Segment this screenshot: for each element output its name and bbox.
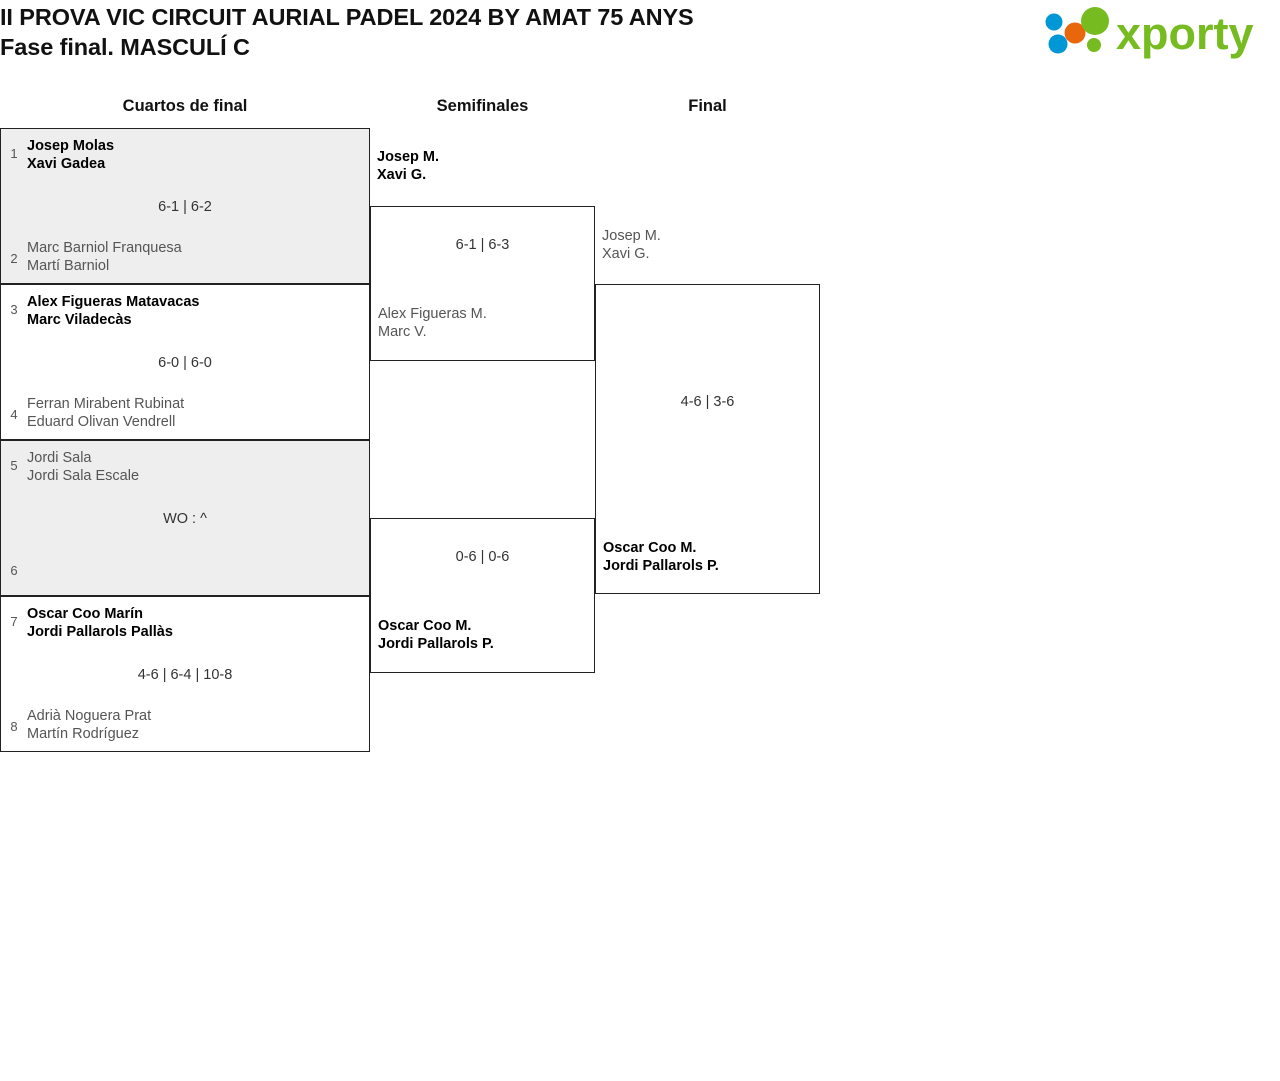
seed-number: 4: [10, 407, 18, 422]
team-top: Alex Figueras Matavacas Marc Viladecàs: [27, 293, 363, 329]
seed-number: 7: [10, 614, 18, 629]
round-header-final: Final: [688, 97, 727, 115]
round-header-quarterfinals: Cuartos de final: [122, 97, 248, 115]
seed-number: 6: [10, 563, 18, 578]
seed-number: 8: [10, 719, 18, 734]
player-name: Josep M.: [377, 149, 440, 165]
xporty-logo[interactable]: xporty: [1032, 4, 1272, 64]
xporty-logo-svg: xporty: [1045, 7, 1254, 59]
logo-dot-orange: [1064, 22, 1086, 44]
seed-number: 5: [10, 458, 18, 473]
team-top: Josep Molas Xavi Gadea: [27, 137, 363, 173]
match-quarterfinal-2[interactable]: 3 Alex Figueras Matavacas Marc Viladecàs…: [0, 284, 370, 440]
player-name: Xavi G.: [602, 246, 650, 262]
team-bottom: Adrià Noguera Prat Martín Rodríguez: [27, 707, 363, 743]
player-name: Josep M.: [602, 228, 661, 244]
match-score: 6-1 | 6-2: [158, 199, 212, 215]
seed-number: 1: [10, 146, 18, 161]
player-name: Marc Viladecàs: [27, 312, 132, 328]
player-name: Marc V.: [378, 324, 427, 340]
logo-dot-blue-bottom: [1048, 34, 1068, 54]
player-name: Oscar Coo M.: [603, 540, 697, 556]
player-name: Jordi Pallarols Pallàs: [27, 624, 173, 640]
player-name: Xavi Gadea: [27, 156, 106, 172]
team-bottom: Marc Barniol Franquesa Martí Barniol: [27, 239, 363, 275]
page-header: II PROVA VIC CIRCUIT AURIAL PADEL 2024 B…: [0, 0, 1280, 90]
match-semifinal-1[interactable]: 6-1 | 6-3 Alex Figueras M. Marc V.: [370, 206, 595, 361]
team-top: Jordi Sala Jordi Sala Escale: [27, 449, 363, 485]
player-name: Martín Rodríguez: [27, 726, 140, 742]
player-name: Oscar Coo M.: [378, 618, 472, 634]
player-name: Jordi Sala Escale: [27, 468, 140, 484]
title-line-2: Fase final. MASCULÍ C: [0, 34, 250, 60]
player-name: Xavi G.: [377, 167, 427, 183]
semifinal-1-bottom-team: Alex Figueras M. Marc V.: [378, 305, 487, 341]
match-quarterfinal-3[interactable]: 5 Jordi Sala Jordi Sala Escale WO : ^ 6: [0, 440, 370, 596]
player-name: Jordi Pallarols P.: [378, 636, 494, 652]
match-score: 6-1 | 6-3: [455, 237, 510, 253]
team-bottom: Ferran Mirabent Rubinat Eduard Olivan Ve…: [27, 395, 363, 431]
round-header-semifinals: Semifinales: [436, 97, 529, 115]
semifinal-1-top-team: Josep M. Xavi G.: [377, 148, 439, 184]
logo-wordmark: xporty: [1116, 8, 1254, 59]
match-quarterfinal-4[interactable]: 7 Oscar Coo Marín Jordi Pallarols Pallàs…: [0, 596, 370, 752]
team-top: Oscar Coo Marín Jordi Pallarols Pallàs: [27, 605, 363, 641]
match-final[interactable]: 4-6 | 3-6 Oscar Coo M. Jordi Pallarols P…: [595, 284, 820, 594]
match-semifinal-2[interactable]: 0-6 | 0-6 Oscar Coo M. Jordi Pallarols P…: [370, 518, 595, 673]
tournament-title: II PROVA VIC CIRCUIT AURIAL PADEL 2024 B…: [0, 2, 900, 62]
player-name: Alex Figueras M.: [378, 306, 487, 322]
logo-dot-blue-top: [1045, 13, 1063, 31]
player-name: Josep Molas: [27, 138, 115, 154]
player-name: Oscar Coo Marín: [27, 606, 144, 622]
match-score: 6-0 | 6-0: [158, 355, 212, 371]
player-name: Jordi Sala: [27, 450, 92, 466]
final-bottom-team: Oscar Coo M. Jordi Pallarols P.: [603, 539, 719, 575]
player-name: Marc Barniol Franquesa: [27, 240, 182, 256]
player-name: Martí Barniol: [27, 258, 110, 274]
player-name: Alex Figueras Matavacas: [27, 294, 200, 310]
match-score: WO : ^: [163, 511, 207, 527]
match-score: 4-6 | 3-6: [680, 394, 735, 410]
seed-number: 2: [10, 251, 18, 266]
seed-number: 3: [10, 302, 18, 317]
match-quarterfinal-1[interactable]: 1 Josep Molas Xavi Gadea 6-1 | 6-2 2 Mar…: [0, 128, 370, 284]
player-name: Ferran Mirabent Rubinat: [27, 396, 185, 412]
player-name: Eduard Olivan Vendrell: [27, 414, 176, 430]
player-name: Jordi Pallarols P.: [603, 558, 719, 574]
match-score: 4-6 | 6-4 | 10-8: [137, 667, 233, 683]
logo-dot-green-large: [1081, 7, 1109, 35]
logo-dot-green-small: [1087, 38, 1101, 52]
semifinal-2-bottom-team: Oscar Coo M. Jordi Pallarols P.: [378, 617, 494, 653]
title-line-1: II PROVA VIC CIRCUIT AURIAL PADEL 2024 B…: [0, 4, 694, 30]
match-score: 0-6 | 0-6: [455, 549, 510, 565]
player-name: Adrià Noguera Prat: [27, 708, 152, 724]
final-top-team: Josep M. Xavi G.: [602, 227, 661, 263]
